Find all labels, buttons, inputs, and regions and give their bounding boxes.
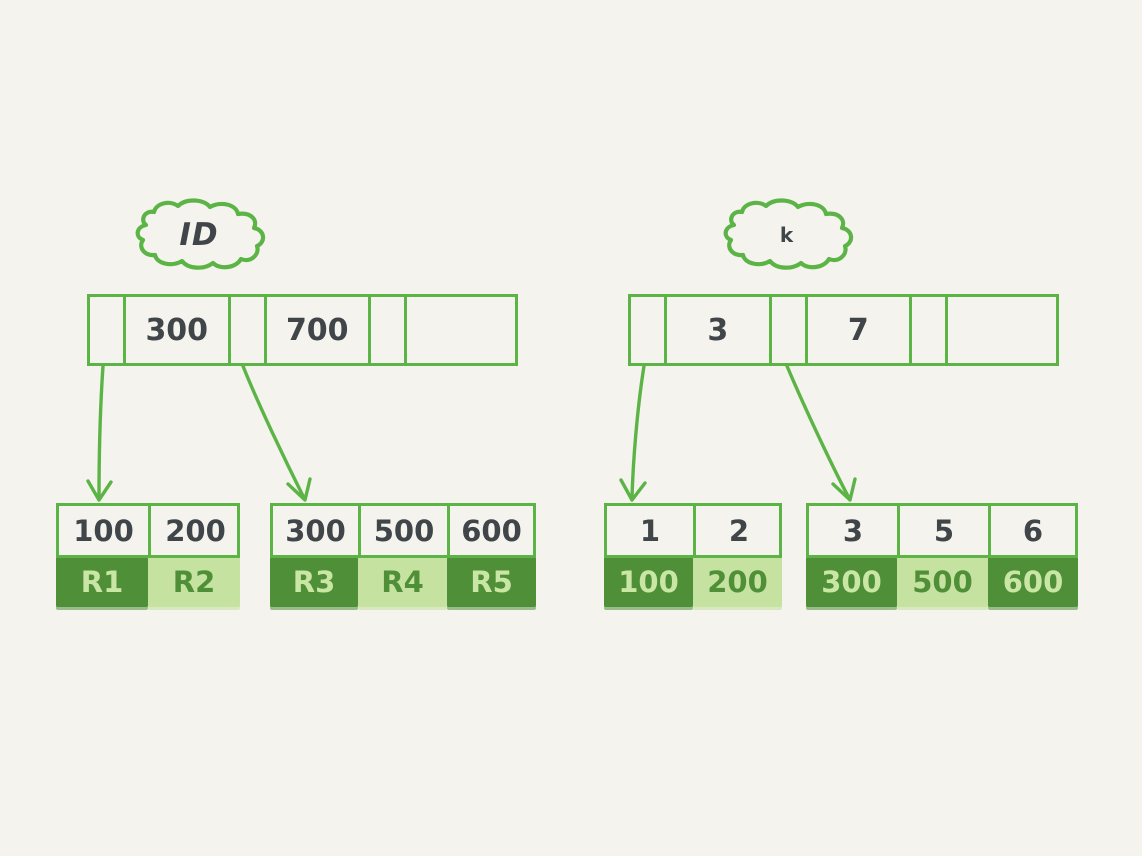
- root-pointer-cell-2: [912, 297, 948, 363]
- arrow-secondary-left: [630, 364, 646, 500]
- leaf-2-values-row: R3 R4 R5: [270, 557, 536, 607]
- leaf-1-key-1: 200: [165, 513, 226, 548]
- arrow-primary-right-head: [286, 477, 312, 502]
- leaf-2-keys-row: 300 500 600: [270, 503, 536, 558]
- arrow-secondary-right-head: [831, 477, 857, 502]
- arrow-secondary-right: [785, 364, 851, 500]
- leaf-4-keys-row: 3 5 6: [806, 503, 1078, 558]
- root-key-cell-7: 7: [807, 297, 912, 363]
- root-node-secondary: 3 7: [628, 294, 1059, 366]
- root-pointer-cell-0: [90, 297, 126, 363]
- cloud-shape-icon: [723, 198, 854, 270]
- root-key-cell-3: 3: [667, 297, 772, 363]
- leaf-2-value-2: R5: [447, 557, 536, 607]
- cloud-label-id: ID: [124, 197, 274, 273]
- leaf-2-key-1: 500: [361, 506, 450, 555]
- leaf-node-primary-2: 300 500 600 R3 R4 R5: [270, 503, 536, 607]
- leaf-4-values-row: 300 500 600: [806, 557, 1078, 607]
- leaf-4-key-1: 5: [900, 506, 991, 555]
- leaf-1-key-0: 100: [59, 506, 151, 555]
- arrow-primary-left-head: [86, 479, 113, 502]
- cloud-label-k: k: [712, 197, 862, 273]
- leaf-4-key-0: 3: [809, 506, 900, 555]
- root-empty-cell: [948, 297, 1056, 363]
- arrow-secondary-left-head: [619, 478, 647, 502]
- leaf-3-keys-row: 1 2: [604, 503, 782, 558]
- root-pointer-cell-2: [371, 297, 407, 363]
- arrow-primary-left: [97, 364, 105, 500]
- leaf-2-key-2: 600: [461, 513, 522, 548]
- cloud-shape-icon: [135, 198, 266, 270]
- cloud-label-k-text: k: [779, 223, 795, 247]
- leaf-2-value-1: R4: [358, 557, 447, 607]
- leaf-2-key-0: 300: [273, 506, 361, 555]
- leaf-3-key-0: 1: [607, 506, 696, 555]
- leaf-1-value-1: R2: [148, 557, 240, 607]
- leaf-4-key-2: 6: [1022, 513, 1044, 548]
- root-key-cell-300: 300: [126, 297, 231, 363]
- leaf-node-primary-1: 100 200 R1 R2: [56, 503, 240, 607]
- cloud-label-id-text: ID: [179, 217, 219, 253]
- leaf-1-values-row: R1 R2: [56, 557, 240, 607]
- root-empty-cell: [407, 297, 515, 363]
- leaf-3-values-row: 100 200: [604, 557, 782, 607]
- leaf-2-value-0: R3: [270, 557, 358, 607]
- leaf-4-value-1: 500: [897, 557, 988, 607]
- leaf-node-secondary-2: 3 5 6 300 500 600: [806, 503, 1078, 607]
- root-pointer-cell-0: [631, 297, 667, 363]
- leaf-1-value-0: R1: [56, 557, 148, 607]
- leaf-4-value-0: 300: [806, 557, 897, 607]
- root-key-cell-700: 700: [266, 297, 371, 363]
- root-node-primary: 300 700: [87, 294, 518, 366]
- leaf-3-value-0: 100: [604, 557, 693, 607]
- root-pointer-cell-1: [230, 297, 267, 363]
- arrow-primary-right: [241, 364, 306, 500]
- leaf-node-secondary-1: 1 2 100 200: [604, 503, 782, 607]
- leaf-1-keys-row: 100 200: [56, 503, 240, 558]
- leaf-3-key-1: 2: [728, 513, 750, 548]
- root-pointer-cell-1: [771, 297, 808, 363]
- leaf-4-value-2: 600: [988, 557, 1078, 607]
- leaf-3-value-1: 200: [693, 557, 782, 607]
